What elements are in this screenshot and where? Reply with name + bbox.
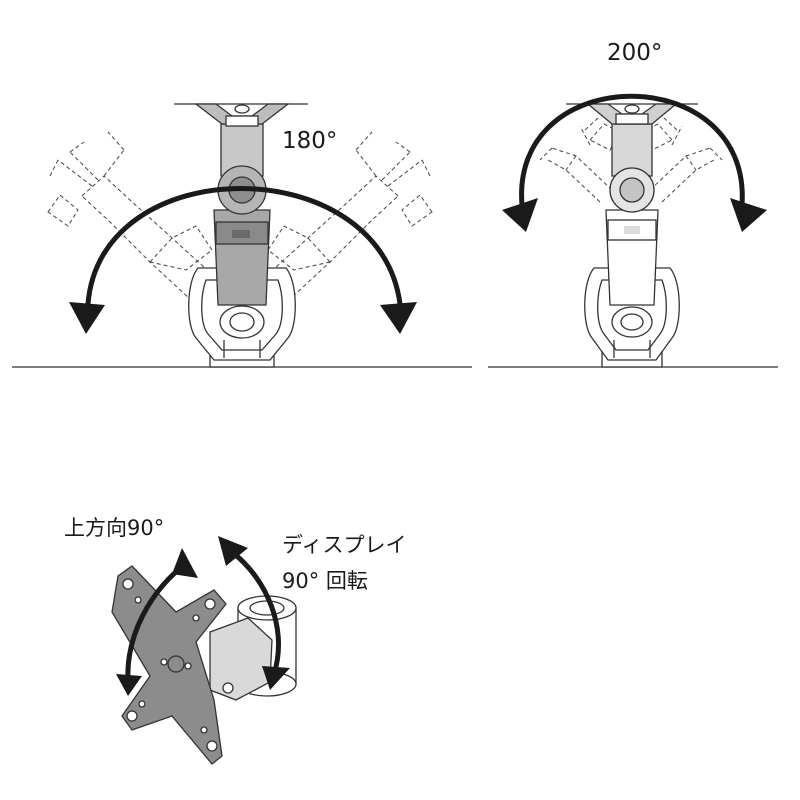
rotation-arrow-icon bbox=[502, 93, 767, 232]
base-clamp-left bbox=[188, 267, 296, 368]
rotation-arrow-icon bbox=[69, 186, 417, 334]
monitor-arm-right bbox=[605, 123, 659, 306]
ghost-arm-right bbox=[239, 131, 433, 326]
rotation-arrow-icon bbox=[116, 548, 198, 696]
tilt-up-label: 上方向90° bbox=[64, 516, 165, 540]
figure-head-tilt bbox=[111, 536, 297, 765]
figure-swivel-180 bbox=[12, 103, 472, 368]
swivel-180-label: 180° bbox=[282, 128, 338, 154]
figure-swivel-200 bbox=[488, 93, 778, 368]
ghost-arm-left bbox=[47, 131, 241, 326]
top-bracket-left bbox=[174, 103, 308, 127]
tilt-joint bbox=[209, 595, 297, 701]
rotation-arrow-icon bbox=[218, 536, 290, 690]
swivel-200-label: 200° bbox=[607, 40, 663, 66]
monitor-arm-left bbox=[213, 123, 271, 306]
display-rotate-label-line1: ディスプレイ bbox=[282, 533, 407, 557]
ghost-arms-right bbox=[539, 117, 723, 203]
display-rotate-label-line2: 90° 回転 bbox=[282, 569, 368, 593]
base-clamp-right bbox=[584, 267, 680, 368]
